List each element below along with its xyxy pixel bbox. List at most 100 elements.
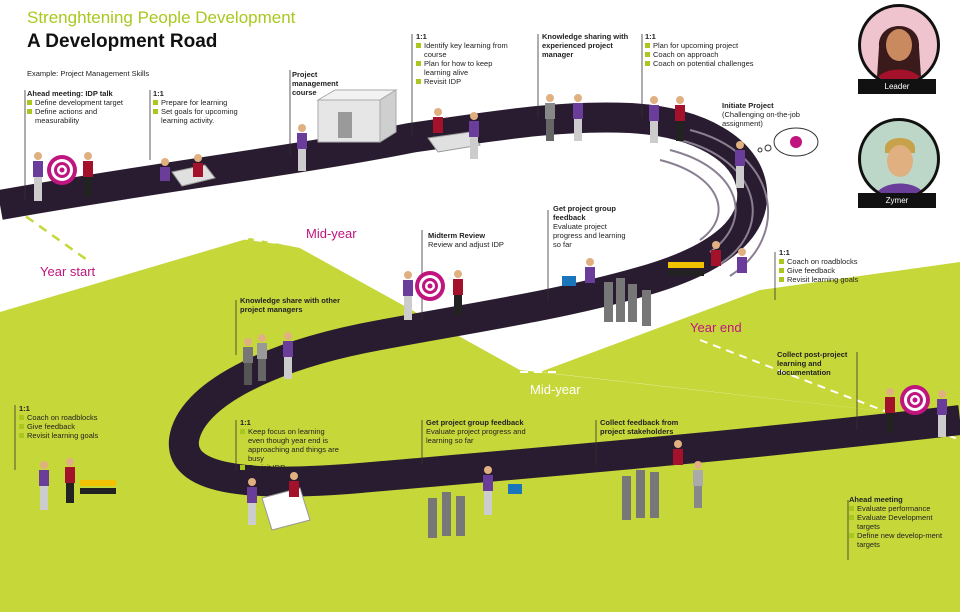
- table-3: [261, 487, 311, 531]
- step-one-on-one-coach-left: 1:1 Coach on roadblocks Give feedback Re…: [19, 404, 119, 440]
- person-employee-3: [297, 124, 307, 171]
- step-body: (Challenging on-the-job assignment): [722, 110, 800, 128]
- person-employee-2: [160, 158, 170, 181]
- step-heading: Knowledge sharing with experienced proje…: [542, 32, 629, 59]
- person-leader-13: [289, 472, 299, 497]
- person-manager-11a: [243, 338, 253, 385]
- leader-face-icon: [875, 26, 923, 83]
- step-bullet: Evaluate Development targets: [849, 513, 949, 531]
- step-project-group-feedback-bottom: Get project group feedback Evaluate proj…: [426, 418, 542, 445]
- person-leader-4: [433, 108, 443, 133]
- step-bullet: Plan for upcoming project: [645, 41, 765, 50]
- person-leader-6: [675, 96, 685, 141]
- laptop-2: [508, 484, 522, 494]
- step-heading: Initiate Project: [722, 101, 774, 110]
- step-heading: 1:1: [416, 32, 427, 41]
- step-body: Evaluate project progress and learning s…: [553, 222, 626, 249]
- course-building: [316, 89, 398, 143]
- person-leader-16: [885, 388, 895, 433]
- table-2: [427, 131, 481, 153]
- lane-4: [689, 129, 769, 277]
- person-employee-13: [247, 478, 257, 525]
- step-heading: 1:1: [19, 404, 30, 413]
- green-ground-right: [540, 262, 960, 420]
- employee-face-icon: [875, 138, 925, 197]
- page-title: Strenghtening People Development: [27, 8, 296, 27]
- season-mid-year-bottom: Mid-year: [530, 382, 581, 397]
- person-employee-8: [403, 271, 413, 320]
- step-heading: Collect feedback from project stakeholde…: [600, 418, 679, 436]
- person-employee-5: [573, 94, 583, 141]
- step-bullet: Evaluate performance: [849, 504, 949, 513]
- step-bullet: Coach on roadblocks: [19, 413, 119, 422]
- person-employee-6: [649, 96, 659, 143]
- step-bullet: Revisit learning goals: [779, 275, 879, 284]
- person-manager-11b: [257, 334, 267, 381]
- step-bullet: Give feedback: [779, 266, 879, 275]
- road: [0, 102, 960, 497]
- step-ahead-meeting-final: Ahead meeting Evaluate performance Evalu…: [849, 495, 949, 549]
- step-body: Review and adjust IDP: [428, 240, 504, 249]
- step-bullet: Coach on roadblocks: [779, 257, 879, 266]
- step-one-on-one-prepare: 1:1 Prepare for learning Set goals for u…: [153, 89, 243, 125]
- step-heading: Get project group feedback: [426, 418, 524, 427]
- step-bullet: Revisit learning goals: [19, 431, 119, 440]
- barrier-1: [80, 480, 116, 494]
- person-employee-14: [483, 466, 493, 515]
- step-bullet: Plan for how to keep learning alive: [416, 59, 516, 77]
- lane-2: [669, 149, 737, 253]
- step-midterm-review: Midterm Review Review and adjust IDP: [428, 231, 528, 249]
- person-manager-5: [545, 94, 555, 141]
- person-leader-12: [65, 458, 75, 503]
- season-year-end: Year end: [690, 320, 742, 335]
- step-bullet: Define new develop-ment targets: [849, 531, 949, 549]
- person-leader-1: [83, 152, 93, 197]
- step-one-on-one-keep-focus: 1:1 Keep focus on learning even though y…: [240, 418, 342, 472]
- step-heading: Knowledge share with other project manag…: [240, 296, 341, 314]
- step-bullet: Set goals for upcoming learning activity…: [153, 107, 243, 125]
- step-ahead-meeting-idp: Ahead meeting: IDP talk Define developme…: [27, 89, 139, 125]
- season-year-start: Year start: [40, 264, 96, 279]
- step-heading: 1:1: [153, 89, 164, 98]
- person-employee-4: [469, 112, 479, 159]
- step-bullet: Define development target: [27, 98, 139, 107]
- step-knowledge-share-other-pms: Knowledge share with other project manag…: [240, 296, 340, 314]
- lane-1: [659, 159, 720, 241]
- step-initiate-project: Initiate Project (Challenging on-the-job…: [722, 101, 814, 128]
- group-9: [604, 278, 651, 326]
- green-ground-left: [0, 238, 960, 612]
- timeline-dash-mid-top: [239, 237, 331, 251]
- page-subtitle: A Development Road: [27, 31, 218, 52]
- step-one-on-one-plan: 1:1 Plan for upcoming project Coach on a…: [645, 32, 765, 68]
- step-heading: Ahead meeting: IDP talk: [27, 89, 113, 98]
- step-heading: Collect post-project learning and docume…: [777, 350, 848, 377]
- person-leader-2: [193, 154, 203, 177]
- step-heading: Get project group feedback: [553, 204, 616, 222]
- step-bullet: Revisit IDP: [240, 463, 342, 472]
- example-label: Example: Project Management Skills: [27, 69, 150, 78]
- step-one-on-one-identify: 1:1 Identify key learning from course Pl…: [416, 32, 516, 86]
- person-employee-1: [33, 152, 43, 201]
- step-one-on-one-coach-right: 1:1 Coach on roadblocks Give feedback Re…: [779, 248, 879, 284]
- person-leader-15: [673, 440, 683, 465]
- step-bullet: Coach on potential challenges: [645, 59, 765, 68]
- timeline-dash-end: [699, 339, 960, 441]
- step-bullet: Revisit IDP: [416, 77, 516, 86]
- step-bullet: Keep focus on learning even though year …: [240, 427, 342, 463]
- step-knowledge-sharing-experienced: Knowledge sharing with experienced proje…: [542, 32, 634, 59]
- step-collect-post-project: Collect post-project learning and docume…: [777, 350, 857, 377]
- leader-role-label: Leader: [858, 79, 936, 94]
- step-body: Evaluate project progress and learning s…: [426, 427, 526, 445]
- step-bullet: Give feedback: [19, 422, 119, 431]
- person-employee-12: [39, 461, 49, 510]
- step-heading: Midterm Review: [428, 231, 486, 240]
- target-2: [415, 271, 445, 301]
- step-heading: 1:1: [645, 32, 656, 41]
- leader-avatar: [858, 4, 940, 86]
- target-1: [47, 155, 77, 185]
- group-15: [622, 470, 659, 520]
- person-employee-11: [283, 332, 293, 379]
- person-manager-15: [693, 461, 703, 508]
